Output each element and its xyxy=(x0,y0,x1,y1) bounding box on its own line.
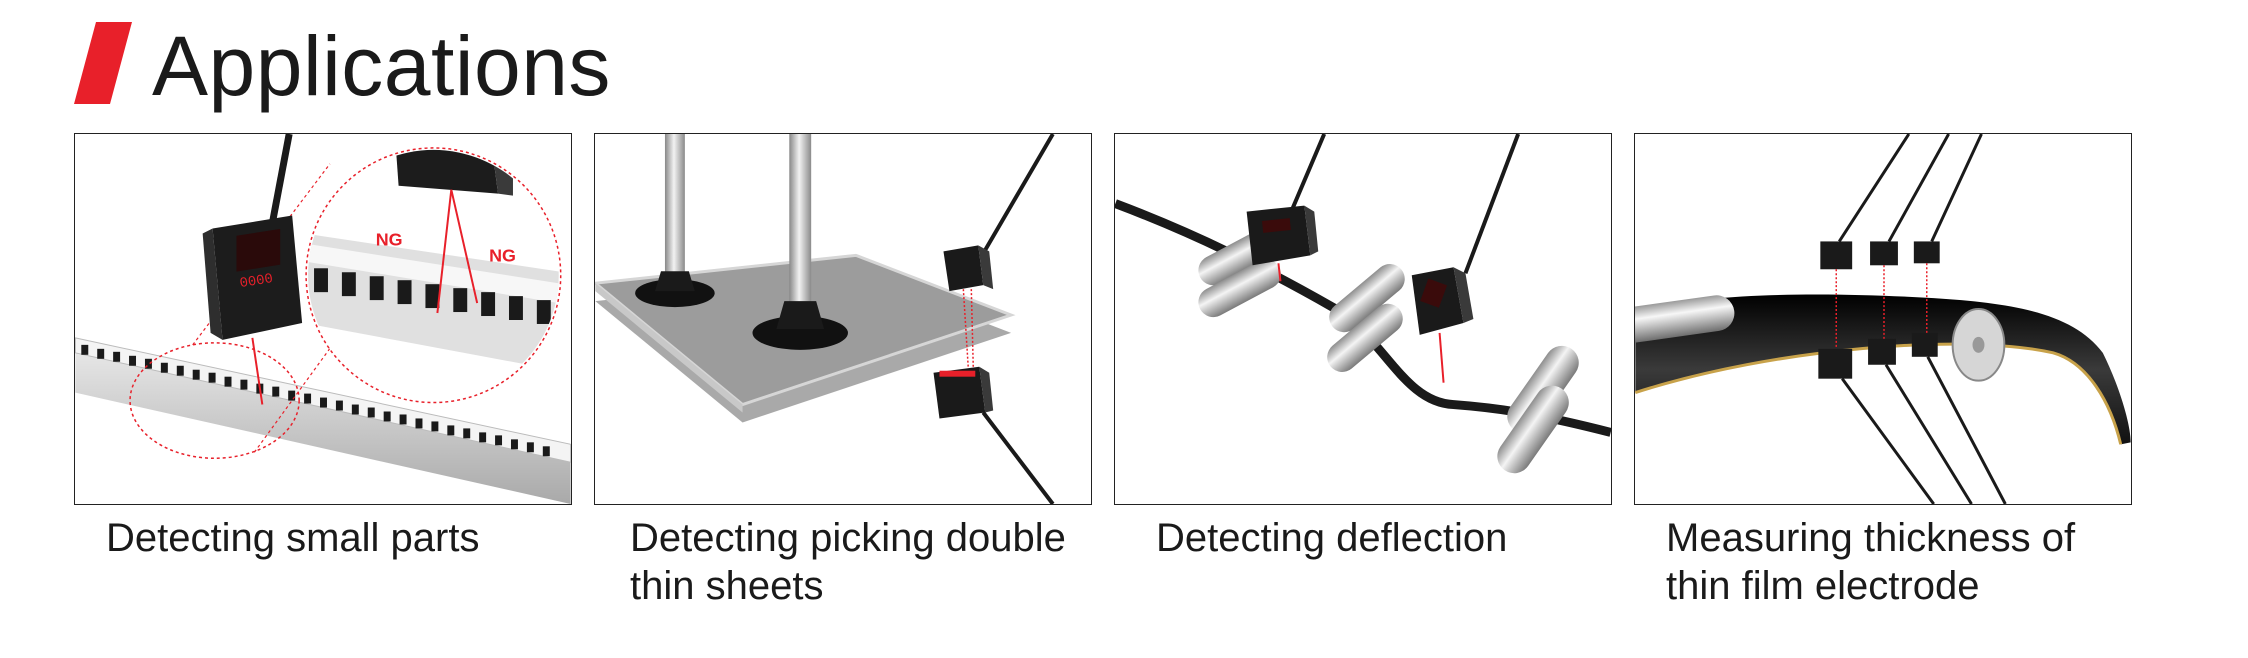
part-teeth xyxy=(81,344,550,457)
lower-sensor xyxy=(933,366,994,419)
caption-deflection: Detecting deflection xyxy=(1156,516,1508,560)
caption-small-parts: Detecting small parts xyxy=(106,516,480,560)
panel-deflection xyxy=(1114,133,1612,505)
sensor-head: 0000 xyxy=(202,215,303,340)
upper-sensor xyxy=(943,245,994,292)
accent-slash xyxy=(74,22,132,104)
upper-sensors xyxy=(1820,241,1940,270)
illustration-double-sheets xyxy=(595,134,1055,504)
sensor-display-readout: 0000 xyxy=(239,271,274,292)
lower-sensors xyxy=(1818,332,1938,379)
sensor-left xyxy=(1246,205,1319,266)
illustration-deflection xyxy=(1115,134,1611,474)
ng-label-right: NG xyxy=(489,245,516,265)
panel-film-thickness xyxy=(1634,133,2132,505)
magnified-detail: NG NG xyxy=(305,147,562,404)
sensor-right xyxy=(1411,267,1474,335)
caption-double-sheets: Detecting picking double thin sheets xyxy=(630,516,1066,608)
page-title: Applications xyxy=(152,19,611,113)
caption-film-thickness: Measuring thickness of thin film electro… xyxy=(1666,516,2076,608)
panel-double-sheets xyxy=(594,133,1092,505)
illustration-film-thickness xyxy=(1635,134,2131,504)
roller-2 xyxy=(1327,264,1405,372)
end-roller xyxy=(1951,308,2006,382)
panel-small-parts: 0000 NG NG xyxy=(74,133,572,505)
ng-label-left: NG xyxy=(376,229,403,249)
illustration-small-parts: 0000 NG NG xyxy=(75,134,571,504)
roller-3 xyxy=(1497,345,1579,474)
